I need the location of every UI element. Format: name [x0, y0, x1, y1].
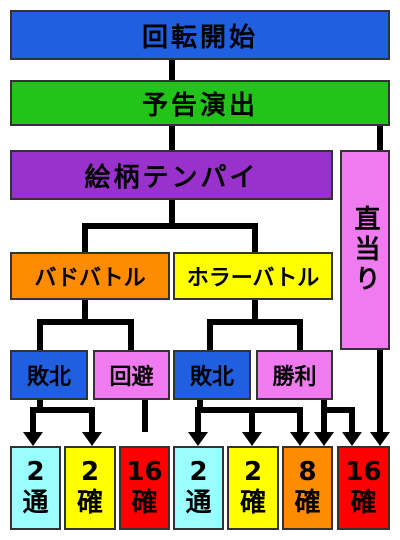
node-victory: 勝利: [256, 350, 333, 400]
connector-defeat-right-eight: [252, 407, 303, 432]
node-bad-battle: バドバトル: [10, 252, 170, 300]
arrowhead: [290, 432, 310, 446]
node-defeat-left: 敗北: [10, 350, 88, 400]
result-1: 2 通: [10, 446, 61, 530]
result-5-num: 2: [243, 457, 263, 487]
connector-defeat-left-results: [30, 400, 43, 432]
arrowhead: [342, 432, 362, 446]
result-3-label: 確: [131, 488, 158, 518]
connector-victory-sixteen: [324, 407, 355, 432]
node-defeat-right: 敗北: [173, 350, 251, 400]
result-6: 8 確: [282, 446, 333, 530]
connector-bad-outcomes: [37, 300, 88, 350]
result-2-label: 確: [76, 488, 103, 518]
result-7-label: 確: [350, 488, 377, 518]
connector-horror-outcomes: [207, 300, 258, 350]
result-3-num: 16: [126, 457, 163, 487]
node-start: 回転開始: [10, 10, 390, 60]
result-4: 2 通: [173, 446, 224, 530]
result-3: 16 確: [119, 446, 170, 530]
result-5-label: 確: [239, 488, 266, 518]
connector-defeat-right-mid: [200, 407, 255, 432]
connector-bad-avoid: [85, 319, 134, 350]
node-reach: 絵柄テンパイ: [10, 150, 333, 200]
connector-reach-horror: [172, 223, 258, 252]
result-4-num: 2: [189, 457, 208, 487]
node-notice: 予告演出: [10, 80, 390, 126]
connector-horror-victory: [255, 319, 303, 350]
result-5: 2 確: [227, 446, 279, 530]
result-6-label: 確: [294, 488, 321, 518]
result-2: 2 確: [64, 446, 116, 530]
arrowhead: [314, 432, 334, 446]
node-avoid: 回避: [93, 350, 170, 400]
arrowhead: [370, 432, 390, 446]
arrowhead: [23, 432, 43, 446]
result-2-num: 2: [80, 457, 100, 487]
node-direct: 直当り: [340, 150, 390, 350]
arrowhead: [188, 432, 208, 446]
result-1-label: 通: [22, 488, 49, 518]
arrowhead: [242, 432, 262, 446]
result-7-num: 16: [345, 457, 382, 487]
result-1-num: 2: [26, 457, 45, 487]
node-horror-battle: ホラーバトル: [173, 252, 333, 300]
arrowhead: [82, 432, 102, 446]
result-7: 16 確: [337, 446, 390, 530]
connector-defeat-right-results: [195, 400, 203, 432]
connector-reach-battles: [82, 200, 175, 252]
result-6-num: 8: [298, 457, 317, 487]
connector-defeat-left-tokaku: [40, 407, 95, 432]
result-4-label: 通: [185, 488, 212, 518]
